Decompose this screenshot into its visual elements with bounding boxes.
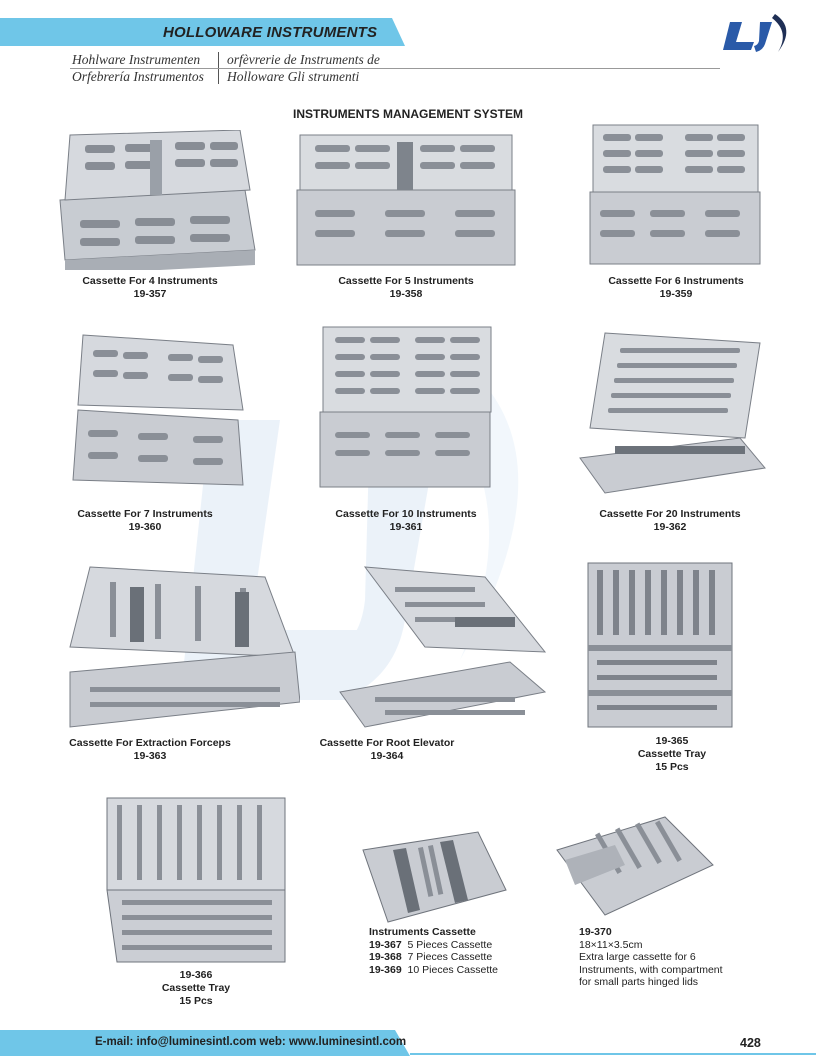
footer-banner [0, 1030, 410, 1056]
product-code: 19-358 [389, 288, 423, 300]
footer-divider [410, 1053, 816, 1055]
product-size: 18×11×3.5cm [579, 938, 643, 951]
footer-contact: E-mail: info@luminesintl.com web: www.lu… [95, 1036, 407, 1048]
product-code: 19-368 [369, 951, 402, 963]
product-code: 19-362 [653, 521, 687, 533]
cassette-4-image [59, 130, 256, 270]
product-desc: 5 Pieces Cassette [407, 938, 493, 951]
section-heading: INSTRUMENTS MANAGEMENT SYSTEM [292, 107, 523, 121]
product-desc: 10 Pieces Cassette [407, 963, 499, 976]
caption-19-364: Cassette For Root Elevator 19-364 [287, 737, 487, 763]
group-title: Instruments Cassette [369, 926, 476, 938]
page-title: HOLLOWARE INSTRUMENTS [163, 24, 378, 41]
product-name: Cassette For 7 Instruments [77, 508, 213, 520]
product-qty: 15 Pcs [179, 995, 213, 1007]
product-name: Cassette For 4 Instruments [82, 275, 218, 287]
caption-19-362: Cassette For 20 Instruments 19-362 [570, 508, 770, 534]
cassette-tray-365-image [587, 562, 733, 728]
product-name: Cassette For 5 Instruments [338, 275, 474, 287]
caption-19-358: Cassette For 5 Instruments 19-358 [306, 275, 506, 301]
product-code: 19-364 [370, 750, 404, 762]
cassette-root-elevator-image [339, 566, 547, 728]
product-name: Cassette For Root Elevator [319, 737, 455, 749]
product-name: Cassette For 20 Instruments [599, 508, 741, 520]
list-item: 19-367 5 Pieces Cassette [369, 939, 498, 952]
list-item: 19-368 7 Pieces Cassette [369, 951, 498, 964]
caption-instruments-cassette: Instruments Cassette 19-367 5 Pieces Cas… [369, 926, 498, 976]
caption-19-361: Cassette For 10 Instruments 19-361 [306, 508, 506, 534]
caption-19-359: Cassette For 6 Instruments 19-359 [576, 275, 776, 301]
company-logo [720, 8, 798, 58]
product-code: 19-365 [655, 735, 689, 747]
product-desc-3: for small parts hinged lids [579, 976, 699, 988]
product-code: 19-369 [369, 963, 402, 976]
product-code: 19-367 [369, 938, 402, 951]
cassette-7-image [72, 334, 244, 486]
product-name: Cassette For 6 Instruments [608, 275, 744, 287]
cassette-extraction-image [69, 566, 300, 728]
product-name: Cassette Tray [161, 982, 231, 994]
product-code: 19-360 [128, 521, 162, 533]
caption-19-365: 19-365 Cassette Tray 15 Pcs [572, 735, 772, 774]
title-italian: Holloware Gli strumenti [227, 69, 360, 84]
cassette-tray-366-image [106, 797, 286, 963]
product-code: 19-366 [179, 969, 213, 981]
caption-19-357: Cassette For 4 Instruments 19-357 [50, 275, 250, 301]
product-name: Cassette Tray [637, 748, 707, 760]
product-code: 19-363 [133, 750, 167, 762]
product-code: 19-361 [389, 521, 423, 533]
caption-19-363: Cassette For Extraction Forceps 19-363 [50, 737, 250, 763]
header-banner [0, 18, 405, 46]
list-item: 19-369 10 Pieces Cassette [369, 964, 498, 977]
product-qty: 15 Pcs [655, 761, 689, 773]
title-german: Hohlware Instrumenten [72, 52, 201, 67]
large-cassette-image [556, 816, 714, 916]
title-spanish: Orfebrería Instrumentos [72, 69, 204, 84]
product-name: Cassette For 10 Instruments [335, 508, 477, 520]
instruments-cassette-image [362, 831, 507, 923]
product-name: Cassette For Extraction Forceps [69, 737, 231, 749]
product-code: 19-357 [133, 288, 167, 300]
caption-19-366: 19-366 Cassette Tray 15 Pcs [96, 969, 296, 1008]
page-number: 428 [740, 1036, 761, 1050]
header-divider [70, 68, 720, 69]
cassette-20-image [579, 332, 766, 494]
caption-19-370: 19-370 18×11×3.5cm Extra large cassette … [579, 926, 723, 989]
title-french: orfèvrerie de Instruments de [227, 52, 380, 67]
cassette-10-image [319, 326, 492, 488]
product-code: 19-359 [659, 288, 693, 300]
product-code: 19-370 [579, 926, 612, 938]
cassette-5-image [296, 134, 516, 266]
caption-19-360: Cassette For 7 Instruments 19-360 [45, 508, 245, 534]
product-desc-1: Extra large cassette for 6 [579, 951, 696, 963]
product-desc: 7 Pieces Cassette [407, 951, 493, 963]
product-desc-2: Instruments, with compartment [579, 963, 723, 976]
cassette-6-image [589, 124, 761, 265]
